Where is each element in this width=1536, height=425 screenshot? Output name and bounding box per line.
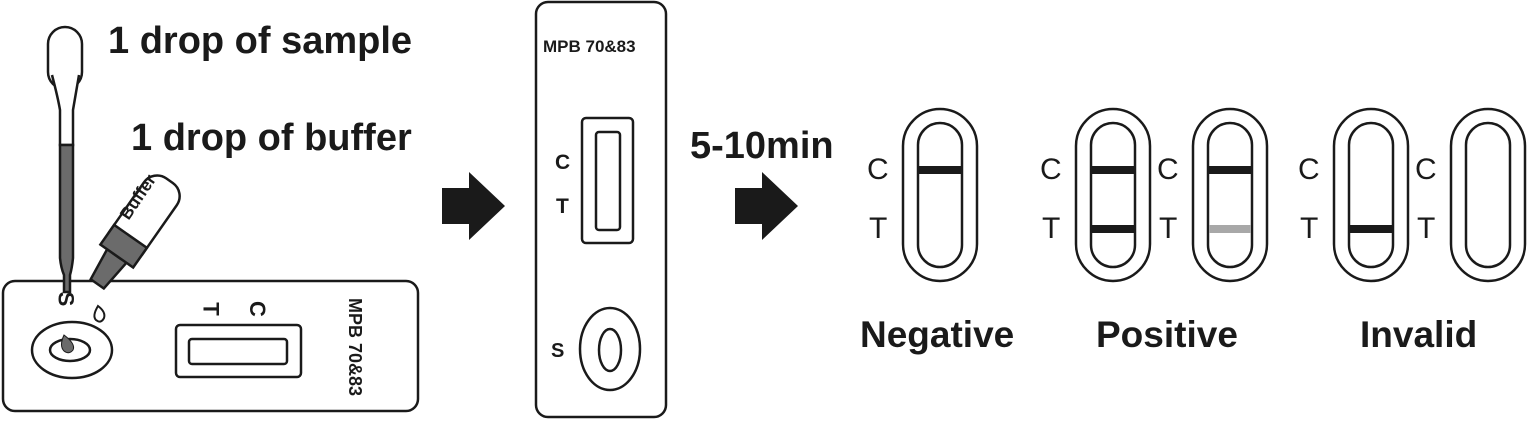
test-line [1209,225,1251,233]
strip-control-label: C [1415,153,1437,186]
arrow-right-icon [442,172,505,240]
sample-instruction: 1 drop of sample [108,20,413,62]
control-line [1209,166,1251,174]
result-label-invalid: Invalid [1360,314,1478,355]
strip-window-invalid [1464,121,1512,269]
arrow-right-icon [735,172,798,240]
vertical-test-label: T [556,195,569,218]
strip-test-label: T [1417,212,1436,245]
vertical-model-label: MPB 70&83 [543,37,636,56]
result-window-inner [187,337,289,366]
strip-test-label: T [1300,212,1319,245]
strip-control-label: C [867,153,889,186]
vertical-sample-well-inner [597,327,623,373]
test-line [1092,225,1134,233]
horizontal-sample-well-label: S [53,291,79,307]
horizontal-cassette [1,279,420,413]
pipette [46,25,84,294]
wait-time: 5-10min [690,125,834,167]
strip-window-invalid [1347,121,1395,269]
control-line [919,166,961,174]
strip-window-negative [916,121,964,269]
strip-test-label: T [1042,212,1061,245]
result-label-positive: Positive [1096,314,1238,355]
vertical-result-window-inner [594,130,622,232]
pipette-liquid [58,143,75,294]
buffer-instruction: 1 drop of buffer [131,117,412,159]
vertical-cassette [534,0,668,419]
strip-control-label: C [1040,153,1062,186]
sample-drop [61,334,75,354]
strip-test-label: T [869,212,888,245]
vertical-control-label: C [555,151,571,174]
buffer-bottle [89,174,181,291]
result-strips [901,107,1527,283]
result-label-negative: Negative [860,314,1015,355]
strip-control-label: C [1157,153,1179,186]
strip-control-label: C [1298,153,1320,186]
strip-test-label: T [1159,212,1178,245]
horizontal-model-label: MPB 70&83 [345,297,365,397]
buffer-drop [93,304,106,323]
horizontal-control-label: C [244,301,270,317]
test-line [1350,225,1392,233]
strip-window-positive [1089,121,1137,269]
horizontal-test-label: T [198,302,224,316]
strip-window-positive [1206,121,1254,269]
control-line [1092,166,1134,174]
vertical-sample-well-label: S [551,340,565,362]
